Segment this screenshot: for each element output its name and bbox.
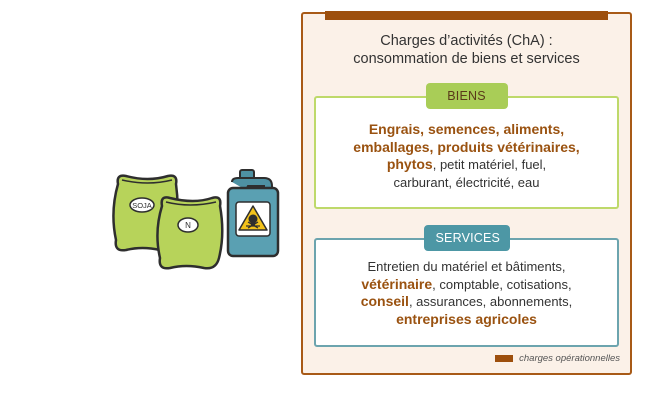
- biens-description: Engrais, semences, aliments, emballages,…: [316, 121, 617, 191]
- services-line-2: vétérinaire, comptable, cotisations,: [316, 276, 617, 294]
- biens-line-4: carburant, électricité, eau: [393, 174, 540, 190]
- biens-box: BIENS Engrais, semences, aliments, embal…: [314, 83, 619, 209]
- biens-line-2: emballages, produits vétérinaires,: [353, 138, 580, 155]
- title-line-2: consommation de biens et services: [353, 51, 580, 67]
- services-box: SERVICES Entretien du matériel et bâtime…: [314, 225, 619, 347]
- soja-label: SOJA: [132, 201, 152, 210]
- charges-activites-panel: Charges d’activités (ChA) : consommation…: [301, 11, 632, 375]
- services-description: Entretien du matériel et bâtiments, vété…: [316, 258, 617, 328]
- services-veterinaire: vétérinaire: [361, 275, 433, 292]
- services-conseil: conseil: [360, 293, 409, 309]
- biens-line-3-rest: , petit matériel, fuel,: [432, 157, 547, 172]
- biens-line-3: phytos, petit matériel, fuel,: [316, 156, 617, 174]
- services-line-1: Entretien du matériel et bâtiments,: [367, 259, 566, 274]
- services-badge: SERVICES: [423, 225, 510, 251]
- services-line-3: conseil, assurances, abonnements,: [316, 293, 617, 311]
- legend-label: charges opérationnelles: [519, 352, 620, 364]
- n-label: N: [185, 221, 191, 230]
- panel-title: Charges d’activités (ChA) : consommation…: [303, 32, 630, 68]
- services-line-2-rest: , comptable, cotisations,: [432, 276, 572, 292]
- services-line-3-rest: , assurances, abonnements,: [408, 294, 573, 309]
- pesticide-jerrycan-icon: [226, 169, 280, 258]
- services-line-4: entreprises agricoles: [396, 310, 537, 327]
- title-line-1: Charges d’activités (ChA) :: [380, 33, 553, 49]
- biens-line-1: Engrais, semences, aliments,: [368, 121, 565, 137]
- biens-badge: BIENS: [425, 83, 508, 109]
- panel-top-bar: [325, 11, 608, 20]
- legend: charges opérationnelles: [495, 351, 620, 365]
- fertilizer-sack-icon: N: [156, 196, 224, 270]
- inputs-illustration: SOJA N: [112, 169, 280, 270]
- legend-swatch: [495, 354, 514, 362]
- biens-phytos: phytos: [386, 156, 433, 172]
